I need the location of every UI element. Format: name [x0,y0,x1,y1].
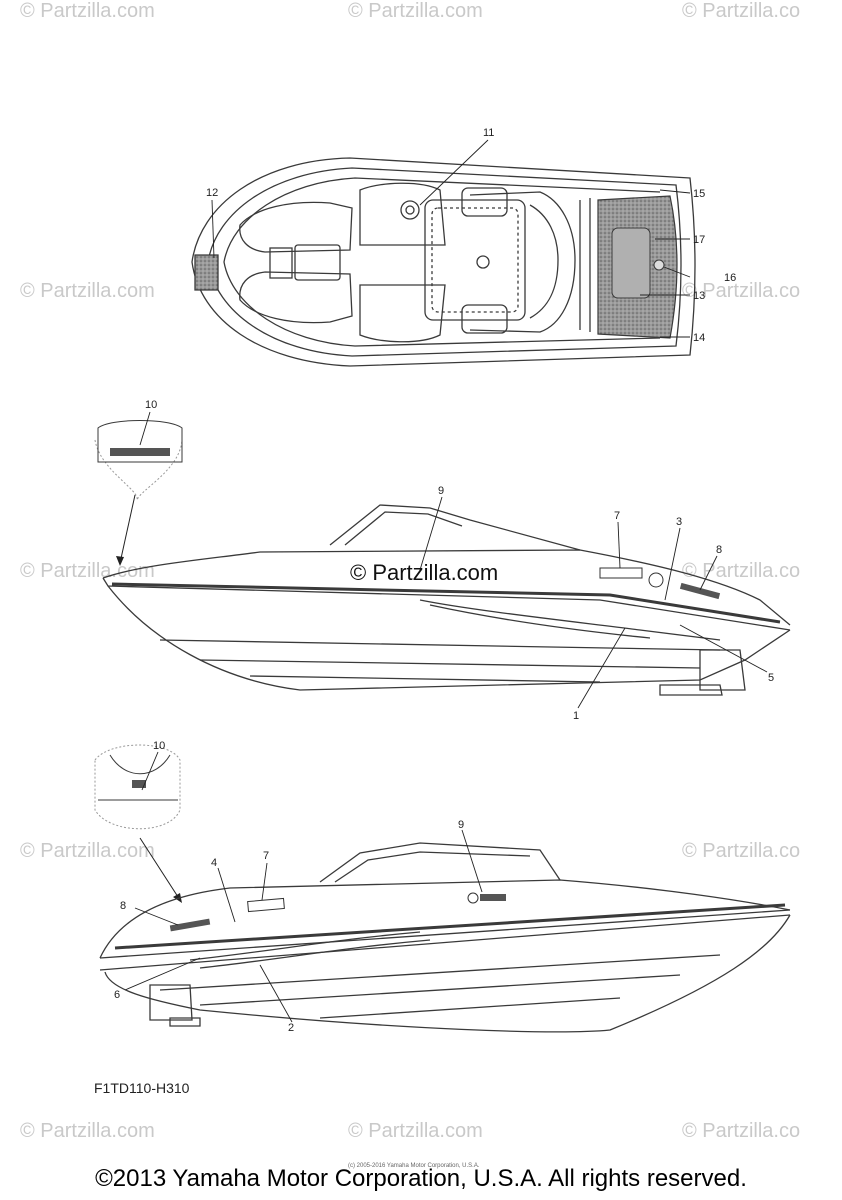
callout-6: 6 [114,989,120,1001]
callout-16: 16 [724,272,736,284]
detail-view-1 [94,411,183,566]
callout-7-port: 7 [614,510,620,522]
center-watermark: © Partzilla.com [350,560,499,585]
callout-9-starboard: 9 [458,819,464,831]
top-view-leaders [211,139,691,338]
boat-port-side-view [102,504,791,696]
sx210-logo-starboard [247,897,285,913]
callout-8-starboard: 8 [120,900,126,912]
boat-top-view [191,157,696,367]
yamaha-wordmark-decal [480,894,506,901]
watermark-row2-left: © Partzilla.com [20,280,155,302]
boat-starboard-side-view [99,842,791,1033]
detail-view-2 [94,744,182,903]
watermark-top-center: © Partzilla.com [348,0,483,22]
watermark-row2-right: © Partzilla.co [682,280,801,302]
copyright-footer: ©2013 Yamaha Motor Corporation, U.S.A. A… [95,1165,747,1192]
watermark-row3-right: © Partzilla.co [682,560,801,582]
watermark-row4-right: © Partzilla.co [682,840,801,862]
stern-cleat-icon [653,259,665,271]
watermark-row4-left: © Partzilla.com [20,840,155,862]
twin-engine-decal-starboard [169,918,211,932]
watermark-bottom-left: © Partzilla.com [20,1120,155,1142]
callout-7-starboard: 7 [263,850,269,862]
callout-14: 14 [693,332,705,344]
diagram-code: F1TD110-H310 [94,1080,190,1096]
watermark-bottom-center: © Partzilla.com [348,1120,483,1142]
sx210-logo-port [599,567,643,579]
callout-5: 5 [768,672,774,684]
callout-10-starboard: 10 [153,740,165,752]
callout-15: 15 [693,188,705,200]
yamaha-emblem-icon [467,892,479,904]
callout-2: 2 [288,1022,294,1034]
sun-pad-hatch [611,227,651,299]
twin-engine-decal-port [679,582,721,600]
callout-9-port: 9 [438,485,444,497]
callout-11: 11 [483,127,494,139]
callout-10-port: 10 [145,399,157,411]
port-badge-icon [648,572,664,588]
starboard-view-leaders [124,829,483,1023]
callout-8-port: 8 [716,544,722,556]
callout-17: 17 [693,234,705,246]
callout-12: 12 [206,187,218,199]
watermark-bottom-right: © Partzilla.co [682,1120,801,1142]
watermark-top-right: © Partzilla.co [682,0,801,22]
port-view-leaders [419,496,768,709]
callout-4: 4 [211,857,217,869]
callout-1: 1 [573,710,579,722]
watermark-row3-left: © Partzilla.com [20,560,155,582]
watermark-top-left: © Partzilla.com [20,0,155,22]
callout-3: 3 [676,516,682,528]
tiny-copyright: (c) 2005-2016 Yamaha Motor Corporation, … [348,1163,480,1169]
callout-13: 13 [693,290,705,302]
